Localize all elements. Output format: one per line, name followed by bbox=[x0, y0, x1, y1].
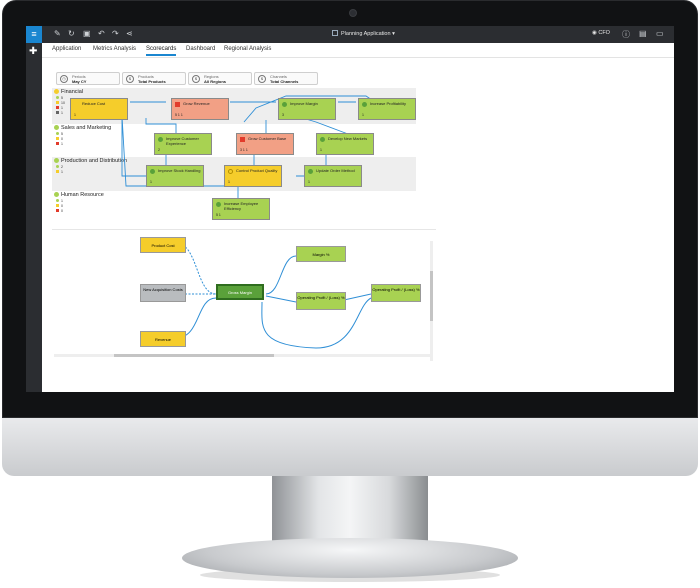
objective-update-order-method[interactable]: Update Order Method 1 bbox=[304, 165, 362, 187]
objective-control-product-quality[interactable]: Control Product Quality 1 bbox=[224, 165, 282, 187]
status-icon bbox=[54, 125, 59, 130]
objective-improve-customer-experience[interactable]: Improve Customer Experience 2 bbox=[154, 133, 212, 155]
objective-improve-stock-handling[interactable]: Improve Stock Handling 1 bbox=[146, 165, 204, 187]
perspective-counts: 2 1 bbox=[56, 165, 63, 175]
status-icon bbox=[54, 192, 59, 197]
user-icon: ◉ bbox=[592, 30, 597, 36]
tab-scorecards[interactable]: Scorecards bbox=[146, 46, 177, 56]
status-icon bbox=[158, 137, 163, 142]
tab-metrics-analysis[interactable]: Metrics Analysis bbox=[93, 46, 137, 52]
objective-develop-new-markets[interactable]: Develop New Markets 1 bbox=[316, 133, 374, 155]
add-icon[interactable]: ✚ bbox=[29, 46, 38, 57]
app-screen: ≡ ✎ ↻ ▣ ↶ ↷ ⋖ Planning Application ▾ ◉ C… bbox=[26, 26, 674, 392]
filter-icon: $ bbox=[192, 75, 200, 83]
inbox-icon[interactable]: ▤ bbox=[639, 29, 647, 38]
status-icon bbox=[216, 202, 221, 207]
top-toolbar: ≡ ✎ ↻ ▣ ↶ ↷ ⋖ Planning Application ▾ ◉ C… bbox=[26, 26, 674, 43]
tab-dashboard[interactable]: Dashboard bbox=[186, 46, 216, 52]
refresh-icon[interactable]: ↻ bbox=[68, 29, 75, 38]
undo-icon[interactable]: ↶ bbox=[98, 29, 105, 38]
document-icon bbox=[332, 30, 338, 36]
monitor-stand-base bbox=[182, 538, 518, 578]
menu-icon[interactable]: ≡ bbox=[26, 26, 42, 43]
filter-regions[interactable]: $ Regions All Regions bbox=[188, 72, 252, 85]
driver-product-cost[interactable]: Product Cost bbox=[140, 237, 186, 253]
objective-grow-revenue[interactable]: Grow Revenue 5 1 1 bbox=[171, 98, 229, 120]
status-icon bbox=[282, 102, 287, 107]
comment-icon[interactable]: ▭ bbox=[656, 29, 664, 38]
filter-periods[interactable]: ◷ Periods May CY bbox=[56, 72, 120, 85]
driver-gross-margin[interactable]: Gross Margin bbox=[216, 284, 264, 300]
monitor-chin bbox=[2, 418, 698, 476]
perspective-counts: 5 10 1 1 bbox=[56, 96, 65, 116]
save-icon[interactable]: ▣ bbox=[83, 29, 91, 38]
scrollbar-thumb[interactable] bbox=[430, 271, 433, 321]
objective-improve-margin[interactable]: Improve Margin 3 bbox=[278, 98, 336, 120]
driver-margin-pct[interactable]: Margin % bbox=[296, 246, 346, 262]
driver-revenue[interactable]: Revenue bbox=[140, 331, 186, 347]
horizontal-scrollbar[interactable] bbox=[54, 354, 430, 357]
monitor-stand-neck bbox=[272, 476, 428, 544]
status-icon bbox=[54, 89, 59, 94]
perspective-counts: 5 0 1 bbox=[56, 132, 63, 147]
app-title: Planning Application bbox=[341, 31, 391, 37]
filter-icon: ◷ bbox=[60, 75, 68, 83]
status-icon bbox=[320, 137, 325, 142]
user-name: CFO bbox=[598, 30, 610, 36]
filter-icon: $ bbox=[126, 75, 134, 83]
driver-operating-profit-loss[interactable]: Operating Profit / (Loss) % bbox=[296, 292, 346, 310]
status-icon bbox=[150, 169, 155, 174]
objective-reduce-cost[interactable]: Reduce Cost 1 bbox=[70, 98, 128, 120]
perspective-counts: 1 0 0 bbox=[56, 199, 63, 214]
perspective-financial: Financial bbox=[54, 89, 83, 95]
objective-increase-employee-efficiency[interactable]: Increase Employee Efficiency 5 1 bbox=[212, 198, 270, 220]
status-icon bbox=[54, 158, 59, 163]
status-icon bbox=[228, 169, 233, 174]
status-icon bbox=[240, 137, 245, 142]
objective-increase-profitability[interactable]: Increase Profitability 1 bbox=[358, 98, 416, 120]
application-selector[interactable]: Planning Application ▾ bbox=[332, 30, 395, 37]
info-icon[interactable]: ⓘ bbox=[622, 30, 630, 39]
status-icon bbox=[74, 102, 79, 107]
status-icon bbox=[362, 102, 367, 107]
status-icon bbox=[175, 102, 180, 107]
perspective-production-distribution: Production and Distribution bbox=[54, 158, 127, 164]
filter-icon: $ bbox=[258, 75, 266, 83]
status-icon bbox=[308, 169, 313, 174]
redo-icon[interactable]: ↷ bbox=[112, 29, 119, 38]
filter-products[interactable]: $ Products Total Products bbox=[122, 72, 186, 85]
scrollbar-thumb[interactable] bbox=[114, 354, 274, 357]
driver-new-acquisition-costs[interactable]: New Acquisition Costs bbox=[140, 284, 186, 302]
chevron-down-icon: ▾ bbox=[392, 31, 395, 37]
tab-regional-analysis[interactable]: Regional Analysis bbox=[224, 46, 272, 52]
perspective-human-resource: Human Resource bbox=[54, 192, 104, 198]
tab-bar: Application Metrics Analysis Scorecards … bbox=[42, 43, 674, 58]
edit-icon[interactable]: ✎ bbox=[54, 29, 61, 38]
perspective-sales-marketing: Sales and Marketing bbox=[54, 125, 111, 131]
tab-application[interactable]: Application bbox=[52, 46, 82, 52]
share-icon[interactable]: ⋖ bbox=[126, 29, 133, 38]
filter-channels[interactable]: $ Channels Total Channels bbox=[254, 72, 318, 85]
webcam-icon bbox=[349, 9, 357, 17]
driver-map bbox=[52, 229, 436, 354]
objective-grow-customer-base[interactable]: Grow Customer Base 3 1 1 bbox=[236, 133, 294, 155]
vertical-scrollbar[interactable] bbox=[430, 241, 433, 361]
driver-operating-profit-loss-total[interactable]: Operating Profit / (Loss) % bbox=[371, 284, 421, 302]
sidebar: ✚ bbox=[26, 43, 42, 392]
user-menu[interactable]: ◉ CFO bbox=[592, 30, 610, 36]
